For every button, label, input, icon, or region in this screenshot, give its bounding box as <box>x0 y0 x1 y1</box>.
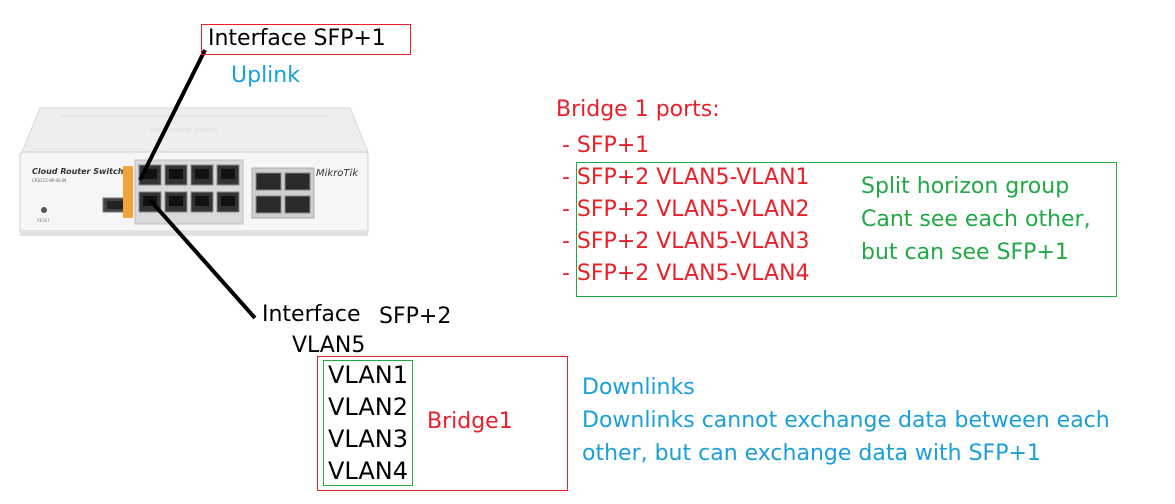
bridge-ports-list: - SFP+1 - SFP+2 VLAN5-VLAN1 - SFP+2 VLAN… <box>562 130 810 290</box>
switch-front-label: Cloud Router Switch <box>32 167 124 176</box>
uplink-cable-line <box>138 49 207 181</box>
uplink-role-label: Uplink <box>231 63 300 88</box>
downlink-interface-label: Interface <box>262 302 361 327</box>
bridge-port-item: - SFP+2 VLAN5-VLAN4 <box>562 261 810 286</box>
vlan-item: VLAN3 <box>328 425 408 453</box>
downlink-interface-sfp-label: SFP+2 <box>379 304 452 329</box>
split-horizon-line3: but can see SFP+1 <box>861 240 1069 265</box>
downlink-vlan5-label: VLAN5 <box>292 333 366 358</box>
split-horizon-line2: Cant see each other, <box>861 207 1091 232</box>
uplink-interface-box <box>201 24 411 55</box>
reset-label: RESET <box>37 218 50 223</box>
mikrotik-switch-image: cloud router switch Cloud Router Switch … <box>19 107 369 236</box>
switch-brand-logo: MikroTik <box>316 168 359 179</box>
bridge1-box <box>317 356 568 491</box>
vlan-item: VLAN1 <box>328 361 408 389</box>
vlan-group-box <box>323 360 413 486</box>
split-horizon-box <box>576 162 1117 297</box>
vlan-list: VLAN1 VLAN2 VLAN3 VLAN4 <box>328 359 408 487</box>
downlinks-title: Downlinks <box>582 375 695 400</box>
downlink-cable-line <box>148 198 257 320</box>
vlan-item: VLAN4 <box>328 457 408 485</box>
vlan-item: VLAN2 <box>328 393 408 421</box>
bridge-port-item: - SFP+2 VLAN5-VLAN3 <box>562 229 810 254</box>
split-horizon-title: Split horizon group <box>861 174 1070 199</box>
bridge-ports-heading: Bridge 1 ports: <box>556 97 720 122</box>
uplink-interface-label: Interface SFP+1 <box>208 26 386 51</box>
poe-indicator-icon <box>123 166 133 218</box>
bridge-port-item: - SFP+1 <box>562 133 650 158</box>
reset-button-icon <box>41 207 47 213</box>
bridge-port-item: - SFP+2 VLAN5-VLAN2 <box>562 197 810 222</box>
bridge1-label: Bridge1 <box>427 409 513 434</box>
downlinks-desc-line1: Downlinks cannot exchange data between e… <box>582 408 1110 433</box>
svg-text:cloud router switch: cloud router switch <box>150 126 217 134</box>
switch-model-label: CRS112-8P-4S-IN <box>32 178 66 183</box>
downlinks-desc-line2: other, but can exchange data with SFP+1 <box>582 441 1041 466</box>
bridge-port-item: - SFP+2 VLAN5-VLAN1 <box>562 165 810 190</box>
